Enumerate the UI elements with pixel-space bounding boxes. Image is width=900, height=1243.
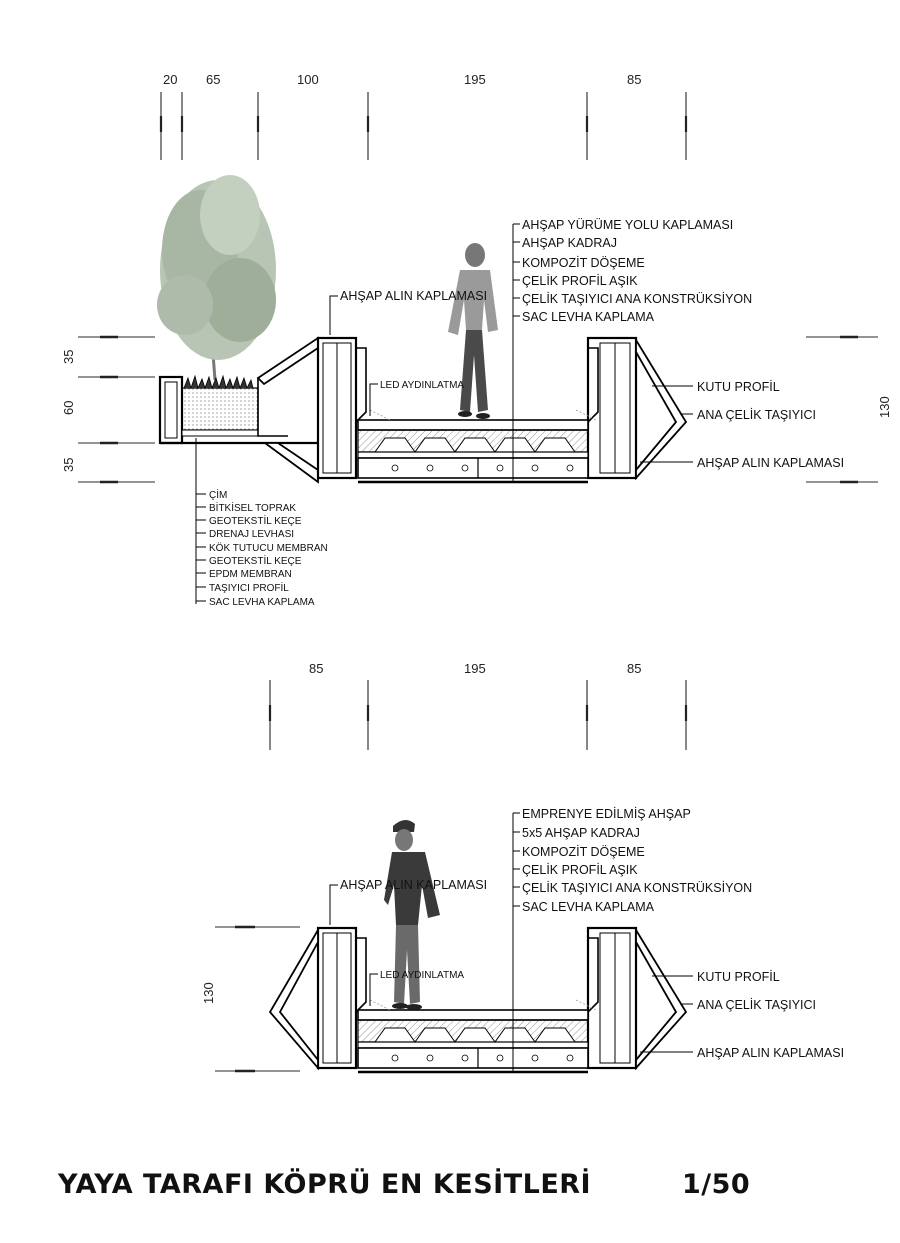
planter-layer-4: DRENAJ LEVHASI bbox=[209, 529, 294, 540]
bridge-section-bottom bbox=[316, 926, 688, 1074]
sheet-title: YAYA TARAFI KÖPRÜ EN KESİTLERİ bbox=[57, 1167, 591, 1200]
dim-lines-left-top bbox=[78, 336, 155, 483]
planter-layer-8: TAŞIYICI PROFİL bbox=[209, 581, 289, 594]
bottom-section: 85 195 85 130 bbox=[201, 661, 844, 1074]
planter-layer-1: ÇİM bbox=[209, 488, 227, 501]
led-label-top: LED AYDINLATMA bbox=[380, 380, 464, 391]
planter-layer-7: EPDM MEMBRAN bbox=[209, 569, 292, 580]
floor-layer-b4: ÇELİK PROFİL AŞIK bbox=[522, 863, 638, 877]
floor-layer-4: ÇELİK PROFİL AŞIK bbox=[522, 274, 638, 288]
dim-ticks-top bbox=[160, 92, 687, 160]
floor-layer-b3: KOMPOZİT DÖŞEME bbox=[522, 845, 645, 859]
floor-layer-b2: 5x5 AHŞAP KADRAJ bbox=[522, 826, 640, 840]
floor-layer-3: KOMPOZİT DÖŞEME bbox=[522, 256, 645, 270]
planter-layer-9: SAC LEVHA KAPLAMA bbox=[209, 597, 315, 608]
dim-bottom-3: 85 bbox=[627, 661, 641, 676]
leaders-bottom bbox=[329, 812, 693, 1072]
dim-v-2: 60 bbox=[61, 401, 76, 415]
led-label-bottom: LED AYDINLATMA bbox=[380, 970, 464, 981]
floor-layer-5: ÇELİK TAŞIYICI ANA KONSTRÜKSİYON bbox=[522, 292, 752, 306]
planter-box bbox=[158, 336, 319, 484]
dim-bottom-2: 195 bbox=[464, 661, 486, 676]
sheet-scale: 1/50 bbox=[682, 1169, 750, 1200]
floor-layer-b1: EMPRENYE EDİLMİŞ AHŞAP bbox=[522, 807, 691, 821]
label-alin-kaplamasi-top: AHŞAP ALIN KAPLAMASI bbox=[340, 289, 487, 303]
floor-layer-b6: SAC LEVHA KAPLAMA bbox=[522, 900, 655, 914]
planter-layer-6: GEOTEKSTİL KEÇE bbox=[209, 554, 302, 567]
floor-layer-1: AHŞAP YÜRÜME YOLU KAPLAMASI bbox=[522, 218, 733, 232]
person-walking bbox=[448, 243, 498, 419]
dim-top-2: 65 bbox=[206, 72, 220, 87]
floor-layer-b5: ÇELİK TAŞIYICI ANA KONSTRÜKSİYON bbox=[522, 881, 752, 895]
dim-right-top: 130 bbox=[877, 396, 892, 418]
right-label-3-bottom: AHŞAP ALIN KAPLAMASI bbox=[697, 1046, 844, 1060]
floor-layer-6: SAC LEVHA KAPLAMA bbox=[522, 310, 655, 324]
dim-left-bottom: 130 bbox=[201, 982, 216, 1004]
right-label-3-top: AHŞAP ALIN KAPLAMASI bbox=[697, 456, 844, 470]
tree-illustration bbox=[157, 175, 276, 381]
floor-layer-2: AHŞAP KADRAJ bbox=[522, 236, 617, 250]
top-section: 20 65 100 195 85 bbox=[61, 72, 892, 608]
planter-layer-2: BİTKİSEL TOPRAK bbox=[209, 501, 296, 514]
leaders-top bbox=[195, 223, 693, 604]
dim-v-3: 35 bbox=[61, 458, 76, 472]
right-label-1-bottom: KUTU PROFİL bbox=[697, 970, 780, 984]
dim-v-1: 35 bbox=[61, 350, 76, 364]
bridge-section-top bbox=[316, 336, 688, 484]
dim-top-5: 85 bbox=[627, 72, 641, 87]
dim-top-3: 100 bbox=[297, 72, 319, 87]
right-label-2-top: ANA ÇELİK TAŞIYICI bbox=[697, 408, 816, 422]
dim-top-4: 195 bbox=[464, 72, 486, 87]
person-standing bbox=[384, 819, 440, 1010]
dim-bottom-1: 85 bbox=[309, 661, 323, 676]
label-alin-kaplamasi-bottom: AHŞAP ALIN KAPLAMASI bbox=[340, 878, 487, 892]
planter-layer-5: KÖK TUTUCU MEMBRAN bbox=[209, 542, 328, 554]
right-label-2-bottom: ANA ÇELİK TAŞIYICI bbox=[697, 998, 816, 1012]
right-label-1-top: KUTU PROFİL bbox=[697, 380, 780, 394]
dim-top-1: 20 bbox=[163, 72, 177, 87]
planter-layer-3: GEOTEKSTİL KEÇE bbox=[209, 514, 302, 527]
